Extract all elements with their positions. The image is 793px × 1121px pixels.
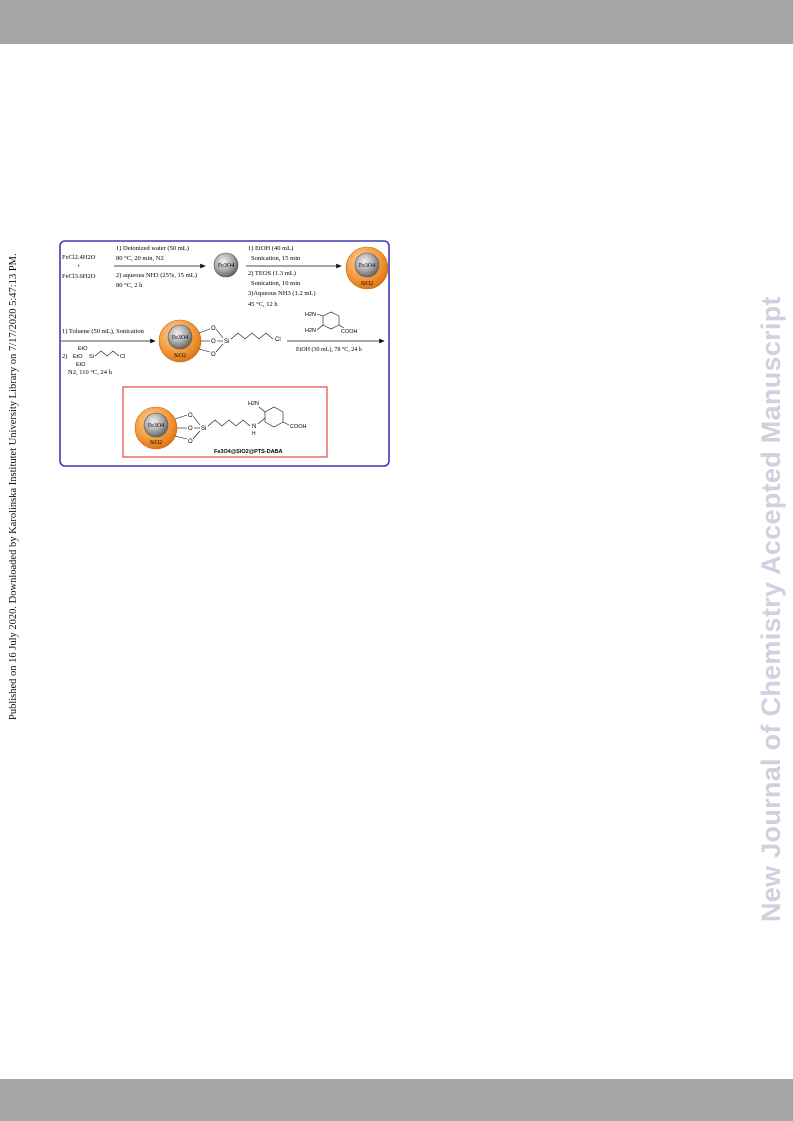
step2-c1: 1) EtOH (40 mL)	[248, 245, 293, 252]
prod-bond-o1-si	[192, 415, 201, 426]
bond-o1-si	[215, 328, 224, 339]
bond-o3-si	[215, 343, 224, 353]
int-propyl-chain	[230, 332, 274, 340]
silane-cl: Cl	[120, 354, 125, 360]
prod-nh2: H2N	[248, 401, 259, 407]
core-shell-shell-label-1: SiO2	[361, 281, 373, 287]
step1-cond4: 80 °C, 2 h	[116, 282, 143, 289]
core-shell-core-label-3: Fe3O4	[148, 423, 164, 429]
daba-cooh: COOH	[341, 329, 358, 335]
int-o-mid: O	[211, 339, 216, 345]
step2-c4: Sonication, 10 min	[251, 280, 301, 287]
publication-note-text: Published on 16 July 2020. Downloaded by…	[8, 253, 19, 720]
step2-c2: Sonication, 15 min	[251, 255, 301, 262]
prod-o-bot: O	[188, 439, 193, 445]
reactant-fecl2: FeCl2.4H2O	[62, 254, 96, 261]
daba-bond-n2	[316, 324, 324, 331]
prod-o-mid: O	[188, 426, 193, 432]
bond-o3	[198, 348, 211, 353]
daba-nh2-top: H2N	[305, 312, 316, 318]
prod-h: H	[252, 431, 256, 437]
fe3o4-label: Fe3O4	[218, 263, 234, 269]
reactant-plus: +	[77, 263, 81, 270]
silane-eto-bot: EtO	[76, 362, 86, 368]
reactant-fecl3: FeCl3.6H2O	[62, 273, 96, 280]
synthesis-scheme: FeCl2.4H2O + FeCl3.6H2O 1) Deionized wat…	[59, 240, 390, 467]
step3-c2: 2)	[62, 353, 67, 360]
prod-propyl-chain	[207, 419, 251, 427]
silane-eto-mid: EtO	[73, 354, 83, 360]
core-shell-core-2	[167, 324, 193, 350]
silane-eto-top: EtO	[78, 346, 88, 352]
core-shell-core-label-2: Fe3O4	[172, 335, 188, 341]
step2-c6: 45 °C, 12 h	[248, 301, 278, 308]
step2-c3: 2) TEOS (1.3 mL)	[248, 270, 296, 277]
prod-bond-nh2	[258, 406, 266, 413]
product-name: Fe3O4@SiO2@PTS-DABA	[214, 449, 283, 455]
prod-si: Si	[201, 426, 206, 432]
daba-nh2-bot: H2N	[305, 328, 316, 334]
int-si: Si	[224, 339, 229, 345]
step2-c5: 3)Aqueous NH3 (1.2 mL)	[248, 290, 316, 297]
bond-o1	[198, 328, 211, 334]
core-shell-core-3	[143, 412, 169, 438]
int-o-top: O	[211, 326, 216, 332]
daba-bond-n1	[316, 313, 324, 317]
core-shell-shell-label-2: SiO2	[174, 353, 186, 359]
prod-o-top: O	[188, 413, 193, 419]
prod-cooh: COOH	[290, 424, 307, 430]
core-shell-core-label-1: Fe3O4	[359, 263, 375, 269]
prod-bond-cooh	[282, 421, 290, 426]
step1-cond1: 1) Deionized water (50 mL)	[116, 245, 189, 252]
core-shell-shell-label-3: SiO2	[150, 440, 162, 446]
int-o-bot: O	[211, 352, 216, 358]
daba-bond-cooh	[338, 324, 345, 329]
scheme-svg: FeCl2.4H2O + FeCl3.6H2O 1) Deionized wat…	[59, 240, 390, 467]
prod-bond-n-ring	[257, 417, 266, 425]
fe3o4-particle	[213, 252, 239, 278]
step1-cond3: 2) aqueous NH3 (25%, 15 mL)	[116, 272, 197, 279]
step1-cond2: 80 °C, 20 min, N2	[116, 255, 164, 262]
top-band	[0, 0, 793, 44]
core-shell-core-1	[354, 252, 380, 278]
prod-bond-o1	[174, 414, 188, 420]
silane-propyl-chain	[94, 350, 120, 357]
step4-cond: EtOH (30 mL), 78 °C, 24 h	[296, 346, 362, 353]
prod-bond-o3	[174, 435, 188, 440]
bottom-band	[0, 1079, 793, 1121]
int-cl: Cl	[275, 337, 281, 343]
step3-c1: 1) Toluene (50 mL), Sonication	[62, 328, 145, 335]
prod-bond-o3-si	[192, 430, 201, 440]
prod-n: N	[252, 424, 256, 430]
step3-c3: N2, 110 °C, 24 h	[68, 369, 113, 376]
journal-watermark-text: New Journal of Chemistry Accepted Manusc…	[756, 296, 786, 922]
silane-si: Si	[89, 354, 94, 360]
